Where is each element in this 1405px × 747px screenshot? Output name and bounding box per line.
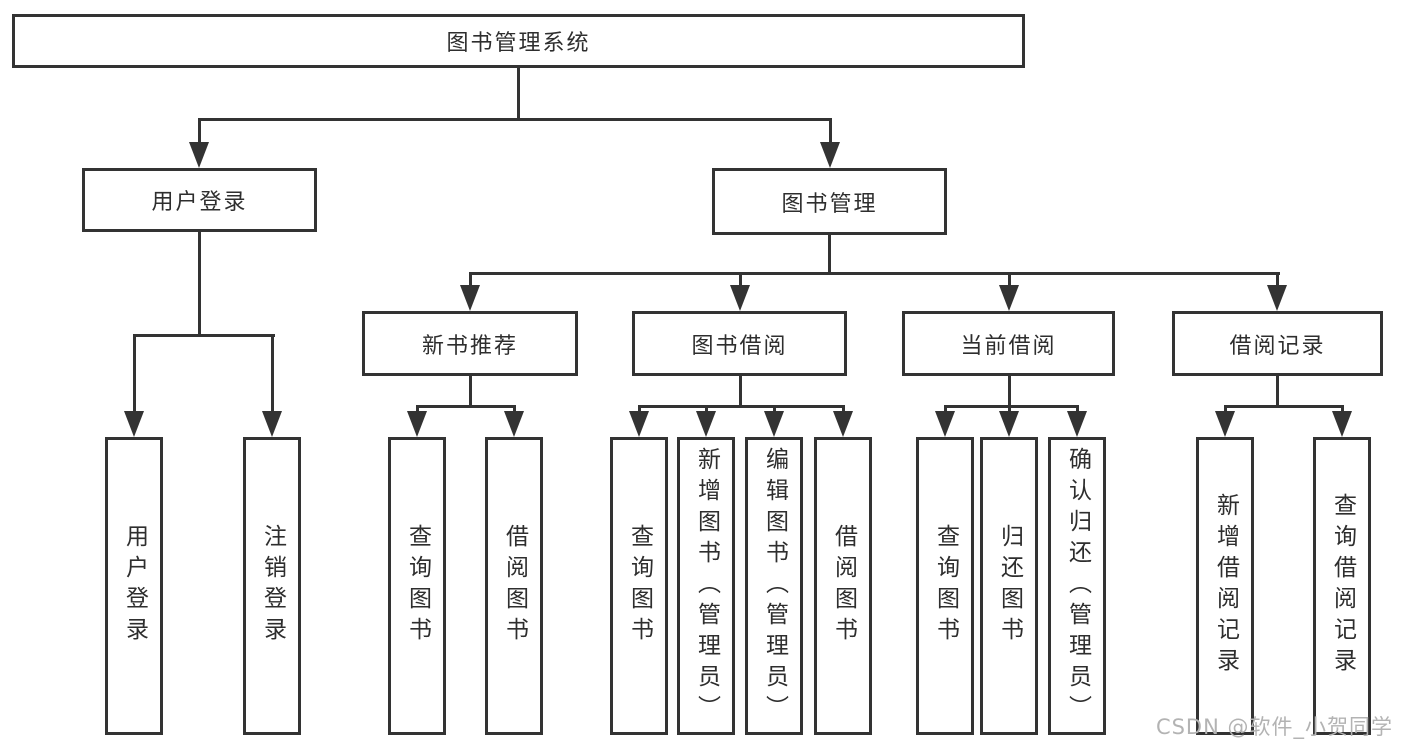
node-label: 图书管理 <box>781 191 878 217</box>
leaf-label: 编辑图书（管理员） <box>761 446 788 726</box>
node-current-borrow: 当前借阅 <box>902 311 1115 376</box>
connector-line <box>828 235 831 275</box>
leaf-current-return-books: 归还图书 <box>980 437 1038 735</box>
leaf-label: 查询图书 <box>404 524 431 648</box>
arrowhead-down-icon <box>189 142 209 168</box>
connector-line <box>198 118 201 146</box>
connector-line <box>1008 405 1011 415</box>
arrowhead-down-icon <box>999 411 1019 437</box>
leaf-logout: 注销登录 <box>243 437 301 735</box>
connector-line <box>416 405 419 415</box>
connector-line <box>705 405 708 415</box>
leaf-borrow-edit-books-admin: 编辑图书（管理员） <box>745 437 803 735</box>
leaf-label: 新增借阅记录 <box>1212 493 1239 679</box>
connector-line <box>842 405 845 415</box>
arrowhead-down-icon <box>460 285 480 311</box>
leaf-label: 查询借阅记录 <box>1329 493 1356 679</box>
connector-line <box>198 118 832 121</box>
connector-line <box>416 405 516 408</box>
arrowhead-down-icon <box>1332 411 1352 437</box>
leaf-query-borrow-record: 查询借阅记录 <box>1313 437 1371 735</box>
arrowhead-down-icon <box>935 411 955 437</box>
arrowhead-down-icon <box>629 411 649 437</box>
connector-line <box>517 68 520 120</box>
arrowhead-down-icon <box>696 411 716 437</box>
node-label: 当前借阅 <box>960 333 1057 359</box>
connector-line <box>1008 376 1011 407</box>
node-book-management: 图书管理 <box>712 168 947 235</box>
connector-line <box>739 272 742 288</box>
connector-line <box>1076 405 1079 415</box>
connector-line <box>469 272 472 288</box>
connector-line <box>638 405 641 415</box>
leaf-label: 确认归还（管理员） <box>1064 446 1091 726</box>
arrowhead-down-icon <box>820 142 840 168</box>
leaf-label: 归还图书 <box>996 524 1023 648</box>
connector-line <box>1008 272 1011 288</box>
connector-line <box>469 376 472 407</box>
leaf-label: 查询图书 <box>932 524 959 648</box>
node-library-management-system: 图书管理系统 <box>12 14 1025 68</box>
leaf-current-query-books: 查询图书 <box>916 437 974 735</box>
leaf-current-confirm-return-admin: 确认归还（管理员） <box>1048 437 1106 735</box>
connector-line <box>271 334 274 414</box>
arrowhead-down-icon <box>1067 411 1087 437</box>
leaf-newbook-query-books: 查询图书 <box>388 437 446 735</box>
leaf-label: 查询图书 <box>626 524 653 648</box>
csdn-watermark: CSDN @软件_小贺同学 <box>1155 715 1393 739</box>
connector-line <box>513 405 516 415</box>
node-label: 图书管理系统 <box>446 31 591 56</box>
arrowhead-down-icon <box>1215 411 1235 437</box>
leaf-label: 用户登录 <box>121 524 148 648</box>
arrowhead-down-icon <box>764 411 784 437</box>
connector-line <box>469 272 1280 275</box>
node-book-borrow: 图书借阅 <box>632 311 847 376</box>
leaf-borrow-borrow-books: 借阅图书 <box>814 437 872 735</box>
connector-line <box>638 405 844 408</box>
leaf-add-borrow-record: 新增借阅记录 <box>1196 437 1254 735</box>
leaf-borrow-query-books: 查询图书 <box>610 437 668 735</box>
leaf-borrow-add-books-admin: 新增图书（管理员） <box>677 437 735 735</box>
arrowhead-down-icon <box>504 411 524 437</box>
node-borrow-records: 借阅记录 <box>1172 311 1383 376</box>
connector-line <box>1341 405 1344 415</box>
node-user-login: 用户登录 <box>82 168 317 232</box>
leaf-user-login: 用户登录 <box>105 437 163 735</box>
leaf-label: 借阅图书 <box>830 524 857 648</box>
connector-line <box>773 405 776 415</box>
node-label: 新书推荐 <box>421 333 518 359</box>
arrowhead-down-icon <box>730 285 750 311</box>
leaf-label: 借阅图书 <box>501 524 528 648</box>
node-label: 用户登录 <box>151 190 248 215</box>
arrowhead-down-icon <box>999 285 1019 311</box>
leaf-label: 新增图书（管理员） <box>693 446 720 726</box>
node-new-book-recommend: 新书推荐 <box>362 311 578 376</box>
arrowhead-down-icon <box>407 411 427 437</box>
connector-line <box>198 232 201 336</box>
leaf-label: 注销登录 <box>259 524 286 648</box>
connector-line <box>133 334 136 414</box>
node-label: 借阅记录 <box>1229 333 1326 359</box>
arrowhead-down-icon <box>262 411 282 437</box>
arrowhead-down-icon <box>1267 285 1287 311</box>
connector-line <box>1224 405 1227 415</box>
connector-line <box>1224 405 1343 408</box>
connector-line <box>133 334 275 337</box>
arrowhead-down-icon <box>833 411 853 437</box>
connector-line <box>1276 272 1279 288</box>
node-label: 图书借阅 <box>691 333 788 359</box>
connector-line <box>944 405 1078 408</box>
connector-line <box>944 405 947 415</box>
connector-line <box>739 376 742 407</box>
arrowhead-down-icon <box>124 411 144 437</box>
leaf-newbook-borrow-books: 借阅图书 <box>485 437 543 735</box>
connector-line <box>829 118 832 146</box>
connector-line <box>1276 376 1279 407</box>
